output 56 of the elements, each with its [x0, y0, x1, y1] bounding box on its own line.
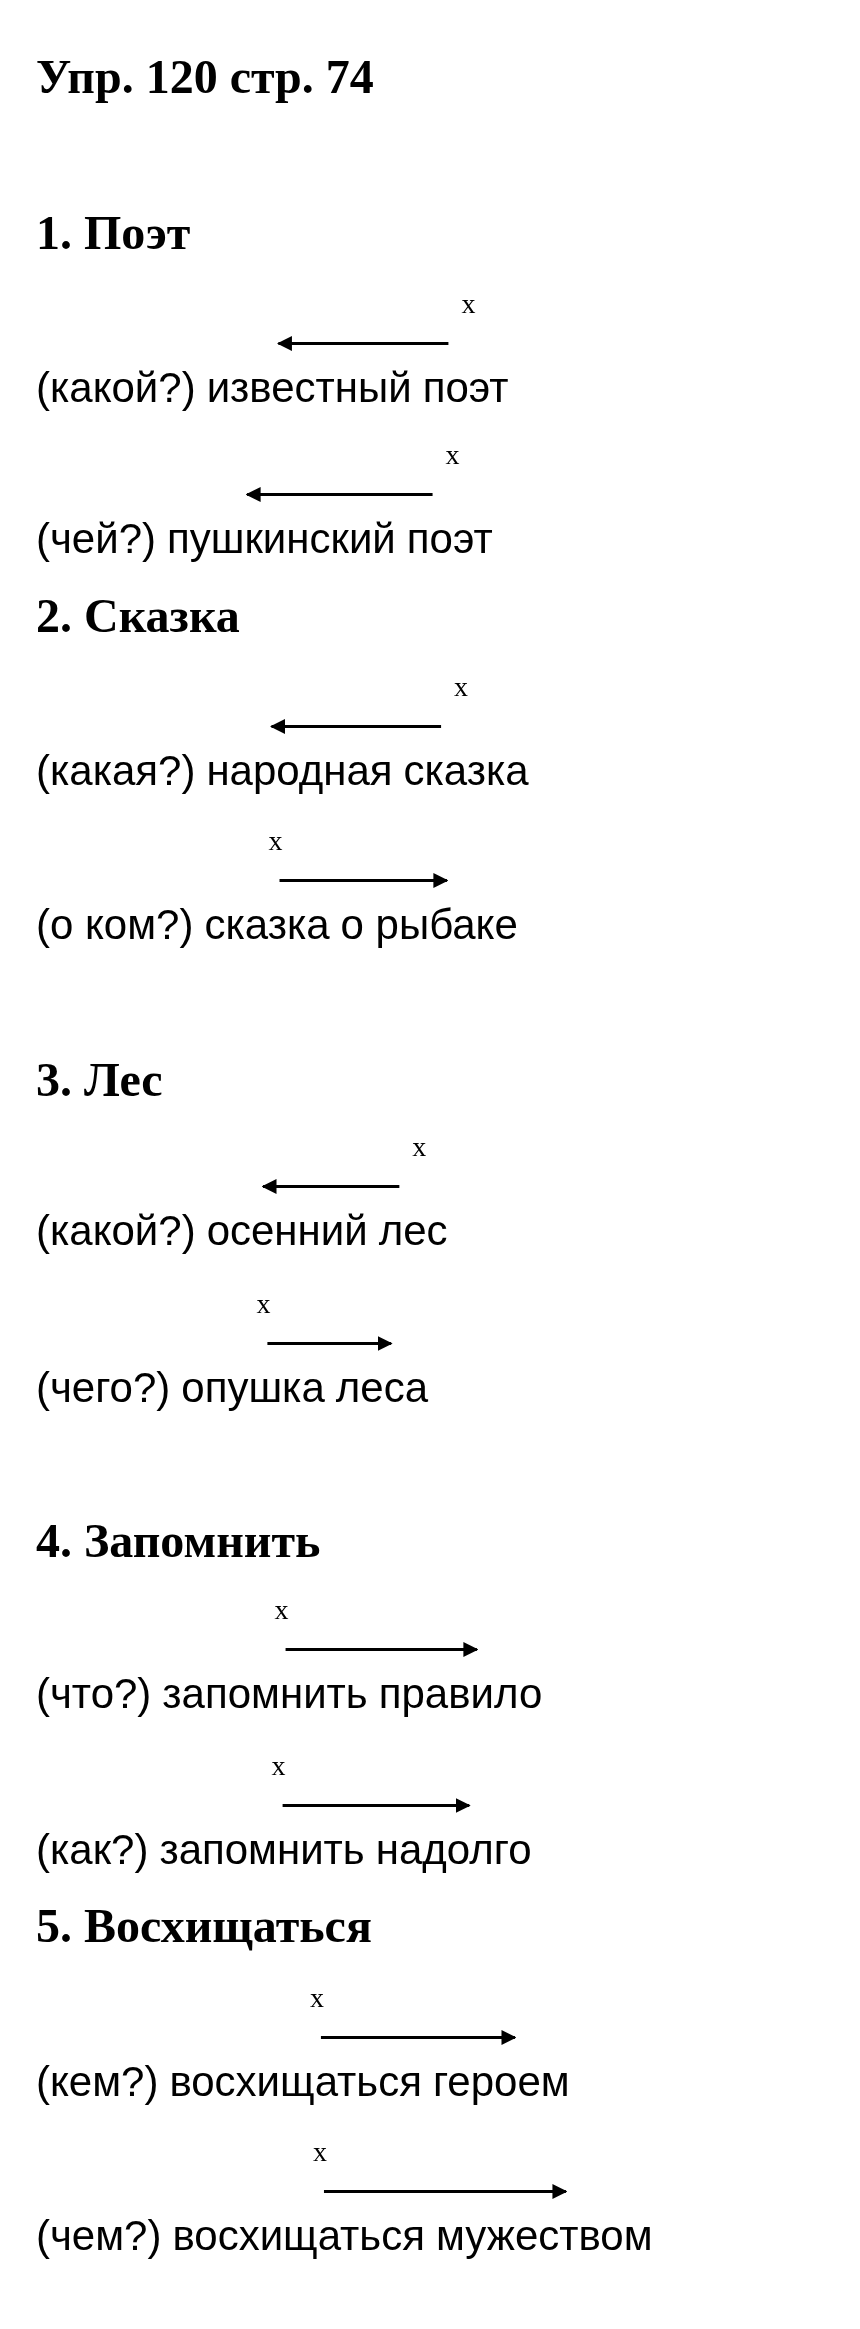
arrow: [285, 1642, 479, 1657]
word: пушкинский: [167, 493, 396, 565]
word: народная: [206, 725, 393, 797]
head-word-mark: x: [454, 671, 469, 702]
question-label: (какая?): [36, 746, 196, 796]
word: поэт: [406, 493, 493, 565]
head-word-mark: x: [256, 1288, 271, 1319]
word: мужеством: [435, 2190, 653, 2262]
head-word-mark: x: [461, 288, 476, 319]
word: восхищаться: [172, 2190, 425, 2262]
head-word-mark: x: [445, 439, 460, 470]
question-label: (чего?): [36, 1363, 171, 1413]
head-word-mark: x: [309, 1982, 324, 2013]
question-label: (чем?): [36, 2211, 162, 2261]
word: восхищаться: [169, 2036, 422, 2108]
arrow: [261, 1179, 400, 1194]
word: известный: [206, 342, 412, 414]
question-label: (что?): [36, 1669, 152, 1719]
head-word-mark: x: [312, 2136, 327, 2167]
arrow: [320, 2030, 517, 2045]
question-label: (какой?): [36, 363, 196, 413]
question-label: (кем?): [36, 2057, 159, 2107]
head-word-mark: x: [412, 1131, 427, 1162]
word: леса: [335, 1342, 428, 1414]
word: сказка: [204, 879, 330, 951]
word: осенний: [206, 1185, 368, 1257]
section-heading: 5. Восхищаться: [36, 1898, 372, 1954]
question-label: (какой?): [36, 1206, 196, 1256]
word: запомнить: [162, 1648, 368, 1720]
arrow: [276, 336, 449, 351]
section-heading: 3. Лес: [36, 1052, 163, 1108]
word: правило: [378, 1648, 543, 1720]
question-label: (как?): [36, 1825, 149, 1875]
arrow: [323, 2184, 568, 2199]
section-heading: 4. Запомнить: [36, 1513, 321, 1569]
word: поэт: [422, 342, 509, 414]
arrow: [282, 1798, 471, 1813]
arrow: [279, 873, 449, 888]
word: надолго: [375, 1804, 532, 1876]
arrow: [267, 1336, 393, 1351]
word: героем: [432, 2036, 570, 2108]
head-word-mark: x: [274, 1594, 289, 1625]
question-label: (чей?): [36, 514, 157, 564]
arrow: [270, 719, 442, 734]
word: сказка: [403, 725, 529, 797]
section-heading: 1. Поэт: [36, 205, 191, 261]
word: лес: [378, 1185, 448, 1257]
arrow: [245, 487, 433, 502]
word: запомнить: [159, 1804, 365, 1876]
section-heading: 2. Сказка: [36, 588, 240, 644]
page-title: Упр. 120 стр. 74: [36, 49, 374, 105]
word: о рыбаке: [340, 879, 518, 951]
word: опушка: [181, 1342, 325, 1414]
question-label: (о ком?): [36, 900, 194, 950]
head-word-mark: x: [271, 1750, 286, 1781]
head-word-mark: x: [268, 825, 283, 856]
